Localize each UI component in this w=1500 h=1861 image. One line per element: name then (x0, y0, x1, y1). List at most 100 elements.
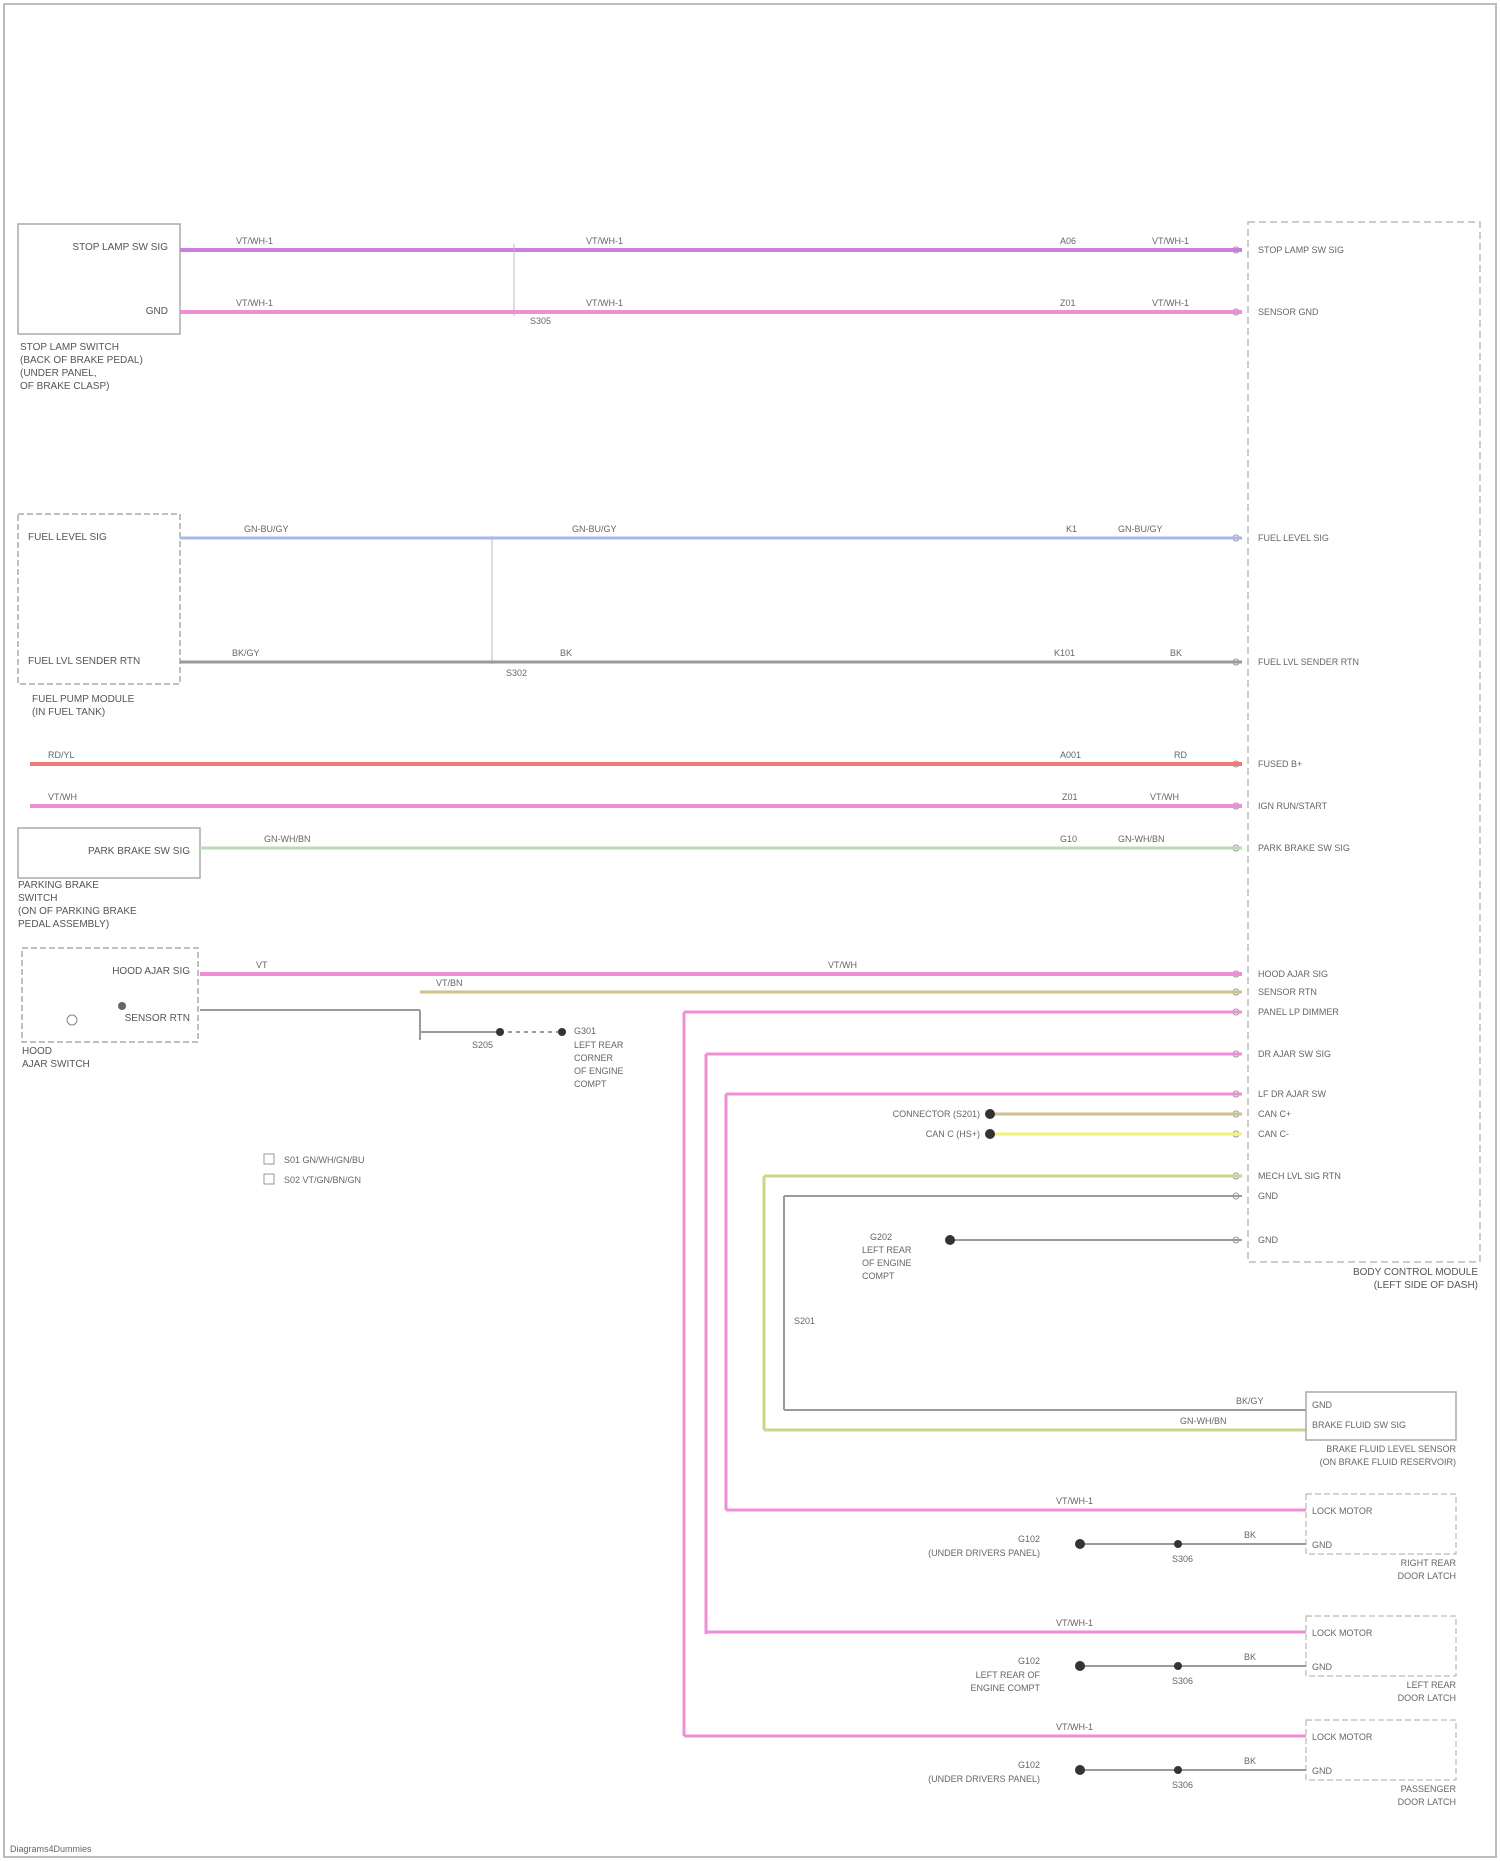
g301-caption-2: CORNER (574, 1053, 614, 1063)
bcm-pin-label: GND (1258, 1235, 1279, 1245)
wire-green-label-b: GN-WH/BN (1118, 834, 1165, 844)
g202-label: G202 (870, 1232, 892, 1242)
bcm-pin-label: IGN RUN/START (1258, 801, 1328, 811)
s201-label: S201 (794, 1316, 815, 1326)
wire-fuel-rtn-label-c: BK (1170, 648, 1182, 658)
door-module-ground-caption: (UNDER DRIVERS PANEL) (928, 1548, 1040, 1558)
bcm-pin-label: PARK BRAKE SW SIG (1258, 843, 1350, 853)
g301-label: G301 (574, 1026, 596, 1036)
hood-wire-3: VT/WH (828, 960, 857, 970)
door-module-splice: S306 (1172, 1780, 1193, 1790)
door-module-caption-1: LEFT REAR (1407, 1680, 1457, 1690)
park-brake-caption-3: (ON OF PARKING BRAKE (18, 906, 137, 917)
door-module-wire-bot: BK (1244, 1530, 1256, 1540)
park-brake-pin: PARK BRAKE SW SIG (88, 846, 190, 857)
wire-red: RD/YL A001 RD (30, 750, 1242, 764)
g301-caption-3: OF ENGINE (574, 1066, 624, 1076)
g202-caption-1: LEFT REAR (862, 1245, 912, 1255)
door-module-pin-2: GND (1312, 1766, 1333, 1776)
bcm-pin-label: SENSOR GND (1258, 307, 1319, 317)
door-module-ground-point (1075, 1539, 1085, 1549)
door-module-splice: S306 (1172, 1676, 1193, 1686)
door-module-splice-point (1174, 1540, 1182, 1548)
fuel-pump-caption-1: FUEL PUMP MODULE (32, 694, 135, 705)
wire-pink: VT/WH Z01 VT/WH (30, 792, 1242, 806)
wire-fuel-sig-label-c: GN-BU/GY (1118, 524, 1163, 534)
wire-fuel-rtn-label-b: BK (560, 648, 572, 658)
can-connector-a: CONNECTOR (S201) (893, 1109, 980, 1119)
hood-wire-1: VT (256, 960, 268, 970)
door-module-pin-2: GND (1312, 1662, 1333, 1672)
door-module-ground-caption: ENGINE COMPT (970, 1683, 1040, 1693)
brake-fluid-wire-a: BK/GY (1236, 1396, 1264, 1406)
page-frame (4, 4, 1496, 1857)
door-module-splice: S306 (1172, 1554, 1193, 1564)
hood-ajar-switch: HOOD AJAR SIG SENSOR RTN HOOD AJAR SWITC… (22, 948, 198, 1070)
brake-fluid-pin-gnd: GND (1312, 1400, 1333, 1410)
hood-splice: S205 (472, 1040, 493, 1050)
bcm-pin-label: MECH LVL SIG RTN (1258, 1171, 1341, 1181)
wire-stop-gnd: VT/WH-1 VT/WH-1 Z01 VT/WH-1 S305 (180, 298, 1242, 326)
bcm-pin-label: SENSOR RTN (1258, 987, 1317, 997)
door-module-splice-point (1174, 1766, 1182, 1774)
bcm-pin-label: GND (1258, 1191, 1279, 1201)
brake-fluid-pin-sig: BRAKE FLUID SW SIG (1312, 1420, 1406, 1430)
g301-caption-1: LEFT REAR (574, 1040, 624, 1050)
fuel-pump-pin-rtn: FUEL LVL SENDER RTN (28, 656, 140, 667)
stop-switch-caption-3: (UNDER PANEL, (20, 368, 97, 379)
bcm-pin-label: PANEL LP DIMMER (1258, 1007, 1339, 1017)
wire-red-label-b: RD (1174, 750, 1187, 760)
brake-fluid-wire-b: GN-WH/BN (1180, 1416, 1227, 1426)
wire-stop-gnd-label-b: VT/WH-1 (586, 298, 623, 308)
door-module-ground-point (1075, 1765, 1085, 1775)
body-control-module: STOP LAMP SW SIG SENSOR GND FUEL LEVEL SIG… (1233, 222, 1480, 1291)
wire-green-label-a: GN-WH/BN (264, 834, 311, 844)
fuel-pump-caption-2: (IN FUEL TANK) (32, 707, 105, 718)
wire-stop-sig-label-c: VT/WH-1 (1152, 236, 1189, 246)
hood-pin-rtn: SENSOR RTN (125, 1013, 190, 1024)
door-module-wire-bot: BK (1244, 1756, 1256, 1766)
park-brake-caption-1: PARKING BRAKE (18, 880, 99, 891)
wire-pink-code: Z01 (1062, 792, 1078, 802)
bcm-pin-label: FUEL LVL SENDER RTN (1258, 657, 1359, 667)
stop-switch-caption-1: STOP LAMP SWITCH (20, 342, 119, 353)
wire-fuel-sig-label-b: GN-BU/GY (572, 524, 617, 534)
bcm-pin-label: DR AJAR SW SIG (1258, 1049, 1331, 1059)
door-module-caption-1: PASSENGER (1401, 1784, 1457, 1794)
door-module-caption-2: DOOR LATCH (1398, 1571, 1456, 1581)
wire-stop-sig-code: A06 (1060, 236, 1076, 246)
wire-fuel-rtn-splice: S302 (506, 668, 527, 678)
wire-stop-gnd-label-a: VT/WH-1 (236, 298, 273, 308)
wire-bcm-mid: CONNECTOR (S201) CAN C (HS+) G202 LEFT R… (706, 1054, 1306, 1634)
can-connector-b: CAN C (HS+) (926, 1129, 980, 1139)
hood-caption-1: HOOD (22, 1046, 52, 1057)
bcm-pin-label: FUEL LEVEL SIG (1258, 533, 1329, 543)
door-module-ground-caption: (UNDER DRIVERS PANEL) (928, 1774, 1040, 1784)
stop-switch-pin-sig: STOP LAMP SW SIG (72, 242, 168, 253)
wire-pink-label-a: VT/WH (48, 792, 77, 802)
bcm-pin-label: STOP LAMP SW SIG (1258, 245, 1344, 255)
wire-fuel-rtn: BK/GY BK K101 BK S302 (180, 648, 1242, 678)
bcm-pin-label: FUSED B+ (1258, 759, 1302, 769)
stop-switch-pin-gnd: GND (146, 306, 168, 317)
fuel-pump-pin-sig: FUEL LEVEL SIG (28, 532, 107, 543)
door-module-wire-top: VT/WH-1 (1056, 1496, 1093, 1506)
wire-stop-gnd-label-c: VT/WH-1 (1152, 298, 1189, 308)
legend-item-2: S02 VT/GN/BN/GN (284, 1175, 361, 1185)
g202-caption-3: COMPT (862, 1271, 895, 1281)
door-module-caption-2: DOOR LATCH (1398, 1797, 1456, 1807)
wire-green-code: G10 (1060, 834, 1077, 844)
wire-stop-gnd-code: Z01 (1060, 298, 1076, 308)
bcm-pin-label: HOOD AJAR SIG (1258, 969, 1328, 979)
wire-stop-gnd-splice: S305 (530, 316, 551, 326)
park-brake-caption-4: PEDAL ASSEMBLY) (18, 919, 109, 930)
door-module-wire-top: VT/WH-1 (1056, 1618, 1093, 1628)
wire-stop-sig: VT/WH-1 VT/WH-1 A06 VT/WH-1 (180, 236, 1242, 316)
bcm-caption-2: (LEFT SIDE OF DASH) (1374, 1280, 1478, 1291)
parking-brake-switch: PARK BRAKE SW SIG PARKING BRAKE SWITCH (… (18, 828, 200, 930)
wire-fuel-sig-code: K1 (1066, 524, 1077, 534)
legend: S01 GN/WH/GN/BU S02 VT/GN/BN/GN (264, 1154, 365, 1185)
